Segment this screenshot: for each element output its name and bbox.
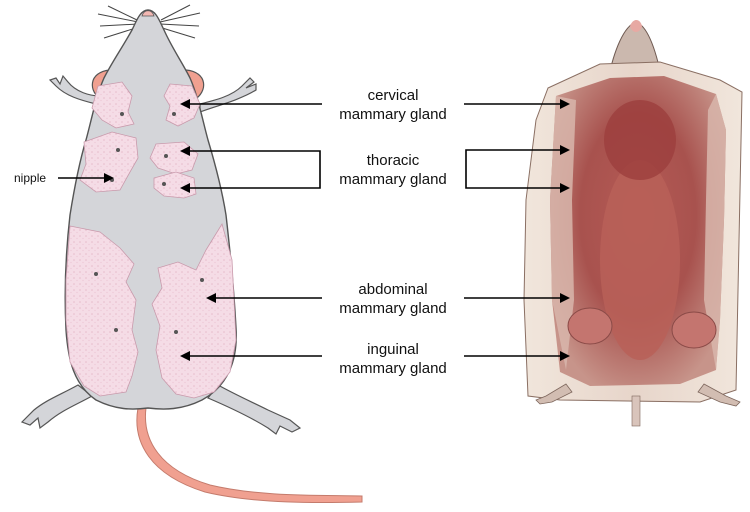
label-thoracic-line1: thoracic [308,151,478,170]
photo-left-fatpad [568,308,612,344]
label-nipple: nipple [14,171,46,185]
label-cervical-line2: mammary gland [308,105,478,124]
dissection-photo [524,20,742,426]
tail [137,408,362,503]
label-cervical: cervical mammary gland [308,86,478,124]
label-inguinal: inguinal mammary gland [308,340,478,378]
left-forelimb [50,76,100,104]
label-thoracic-line2: mammary gland [308,170,478,189]
label-abdominal-line1: abdominal [308,280,478,299]
photo-right-fatpad [672,312,716,348]
left-hindlimb [22,385,92,428]
right-forelimb [200,78,256,112]
photo-tail [632,396,640,426]
label-thoracic: thoracic mammary gland [308,151,478,189]
right-hindlimb [208,385,300,434]
label-abdominal: abdominal mammary gland [308,280,478,318]
label-inguinal-line2: mammary gland [308,359,478,378]
label-inguinal-line1: inguinal [308,340,478,359]
photo-thorax [604,100,676,180]
mouse-illustration [22,5,362,503]
label-abdominal-line2: mammary gland [308,299,478,318]
label-cervical-line1: cervical [308,86,478,105]
